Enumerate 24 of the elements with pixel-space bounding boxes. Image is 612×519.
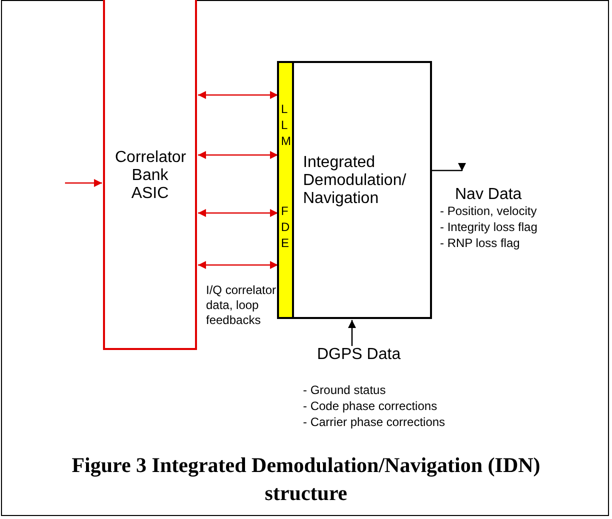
list-item: - RNP loss flag <box>440 236 520 250</box>
arrow <box>198 151 278 159</box>
block-heading: Nav Data <box>455 186 522 204</box>
figure-caption: Figure 3 Integrated Demodulation/Navigation (IDN) structure <box>70 452 542 507</box>
strip-label: LLM <box>281 101 292 149</box>
list-item: - Code phase corrections <box>303 399 438 413</box>
correlator-box <box>103 0 197 350</box>
arrow <box>198 209 278 217</box>
arrow <box>198 91 278 99</box>
strip-label: FDE <box>281 203 291 251</box>
edge-note: I/Q correlator data, loop feedbacks <box>206 283 278 328</box>
list-item: - Position, velocity <box>440 204 537 218</box>
list-item: - Ground status <box>303 383 386 397</box>
arrow <box>65 179 102 187</box>
arrow <box>432 163 466 172</box>
block-heading: DGPS Data <box>317 346 401 364</box>
arrow <box>348 320 356 346</box>
arrow <box>198 261 278 269</box>
process-box <box>277 61 432 319</box>
list-item: - Carrier phase corrections <box>303 415 446 429</box>
strip-box <box>279 63 294 317</box>
list-item: - Integrity loss flag <box>440 220 538 234</box>
node-label: Correlator Bank ASIC <box>115 149 185 203</box>
node-label: Integrated Demodulation/ Navigation <box>303 154 408 208</box>
